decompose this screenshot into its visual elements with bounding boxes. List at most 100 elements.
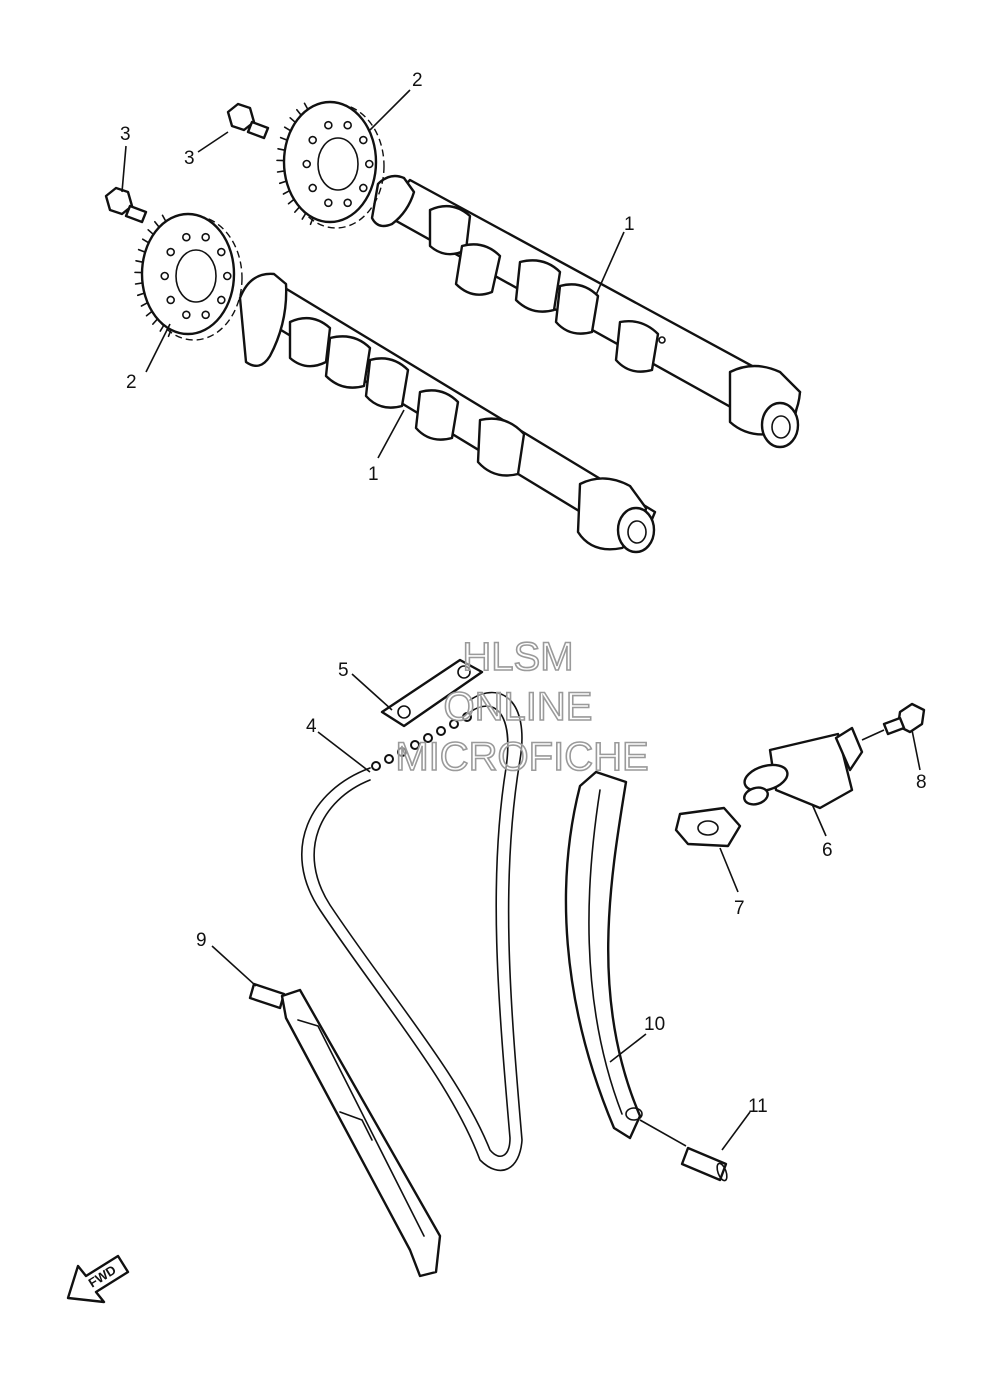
callout-tensioner-guide[interactable]: 10 [644,1014,665,1035]
sprocket-hole [182,232,191,242]
sprocket-hole [308,183,317,193]
sprocket-tooth [287,198,295,205]
callout-upper-sprocket[interactable]: 2 [412,70,423,91]
callout-upper-camshaft[interactable]: 1 [624,214,635,235]
cam-chain[interactable] [301,691,523,1172]
guide-bolt[interactable] [248,982,286,1010]
gasket-outline [674,806,742,848]
tensioner-bolt[interactable] [882,702,926,736]
sprocket-bolt-upper[interactable] [226,102,270,140]
leader-lower-camshaft [377,409,405,459]
lower-cam-sprocket[interactable] [134,212,243,341]
upper-sprocket-teeth [276,102,314,226]
leader-upper-sprocket [369,89,411,131]
lower-sprocket-teeth [134,214,172,338]
sprocket-tooth [135,260,144,263]
leader-tensioner-bolt [911,729,921,771]
callout-upper-bolt-a[interactable]: 3 [184,148,195,169]
bolt-shank [124,204,148,224]
sprocket-hole [324,120,333,130]
sprocket-tooth [279,136,288,141]
chain-link [384,754,394,764]
sprocket-hole [359,135,368,145]
cam-chain-outer [301,691,523,1172]
sprocket-hole [166,247,175,257]
leader-tensioner-guide [609,1033,647,1063]
tensioner-flange [834,726,864,772]
upper-camshaft[interactable] [370,174,802,449]
leader-upper-bolt-a [197,131,229,153]
bolt-shank [882,716,906,736]
sprocket-tooth [282,189,291,195]
sprocket-tooth [296,108,302,117]
pin-body [680,1146,728,1182]
sprocket-tooth [289,117,297,124]
tensioner-guide-rail [564,770,642,1140]
chain-guide-top[interactable] [380,658,484,728]
chain-link [423,733,433,743]
leader-tensioner [811,803,827,837]
upper-sprocket-holes [302,120,374,208]
chain-link [436,726,446,736]
chain-link [410,740,420,750]
sprocket-hole [217,247,226,257]
tensioner-gasket[interactable] [674,806,742,848]
callout-tensioner-bolt[interactable]: 8 [916,772,927,793]
sprocket-hole [324,198,333,208]
callout-tensioner[interactable]: 6 [822,840,833,861]
sprocket-tooth [303,102,309,111]
lower-cam-lobe-4 [414,389,460,441]
pin-end [716,1162,728,1182]
callout-guide-bolt[interactable]: 9 [196,930,207,951]
leader-bolt-to-tensioner [861,729,885,741]
tensioner-guide-pivot [625,1107,643,1121]
lower-cam-end [616,506,656,554]
callout-upper-bolt-b[interactable]: 3 [120,124,131,145]
sprocket-tooth [145,310,153,317]
sprocket-tooth [276,170,286,173]
sprocket-bolt-lower[interactable] [104,186,148,224]
callout-gasket[interactable]: 7 [734,898,745,919]
lower-cam-lobe-2 [324,335,372,389]
guide-rail [280,988,442,1278]
leader-pin-to-guide [639,1119,687,1147]
cam-chain-links [371,712,472,771]
callout-guide-pin[interactable]: 11 [748,1096,768,1117]
sprocket-tooth [147,229,155,236]
callout-lower-camshaft[interactable]: 1 [368,464,379,485]
sprocket-hole [160,271,170,281]
sprocket-hole [166,295,175,305]
leader-cam-chain [317,731,371,773]
lower-camshaft[interactable] [238,272,657,554]
chain-link [397,747,407,757]
upper-cam-sprocket[interactable] [276,100,385,229]
guide-pin[interactable] [680,1146,729,1182]
callout-chain-guide-top[interactable]: 5 [338,660,349,681]
callout-lower-sprocket[interactable]: 2 [126,372,137,393]
lower-sprocket-holes [160,232,232,320]
upper-cam-end [760,401,800,449]
sprocket-tooth [167,328,172,338]
sprocket-tooth [301,212,307,220]
tensioner-guide[interactable] [564,770,643,1140]
upper-cam-lobe-4 [554,283,600,335]
lower-sprocket-hub [175,249,217,303]
watermark: HLSM ONLINE MICROFICHE [395,634,650,780]
upper-cam-journal [614,320,660,373]
upper-sprocket-hub [317,137,359,191]
sprocket-hole [359,183,368,193]
upper-cam-lobe-2 [454,243,502,296]
chain-guide-left[interactable] [280,988,442,1278]
upper-cam-bore [771,415,791,439]
leader-upper-camshaft [595,231,625,296]
fwd-arrow-icon [66,1254,130,1304]
sprocket-tooth [294,206,301,213]
guide-hole [457,665,471,679]
watermark-line-3: MICROFICHE [395,735,648,779]
chain-tensioner[interactable] [742,726,864,810]
callout-cam-chain[interactable]: 4 [306,716,317,737]
tensioner-cylinder [743,763,789,793]
sprocket-tooth [152,318,159,325]
fwd-badge: FWD [66,1254,130,1304]
sprocket-tooth [134,282,144,285]
